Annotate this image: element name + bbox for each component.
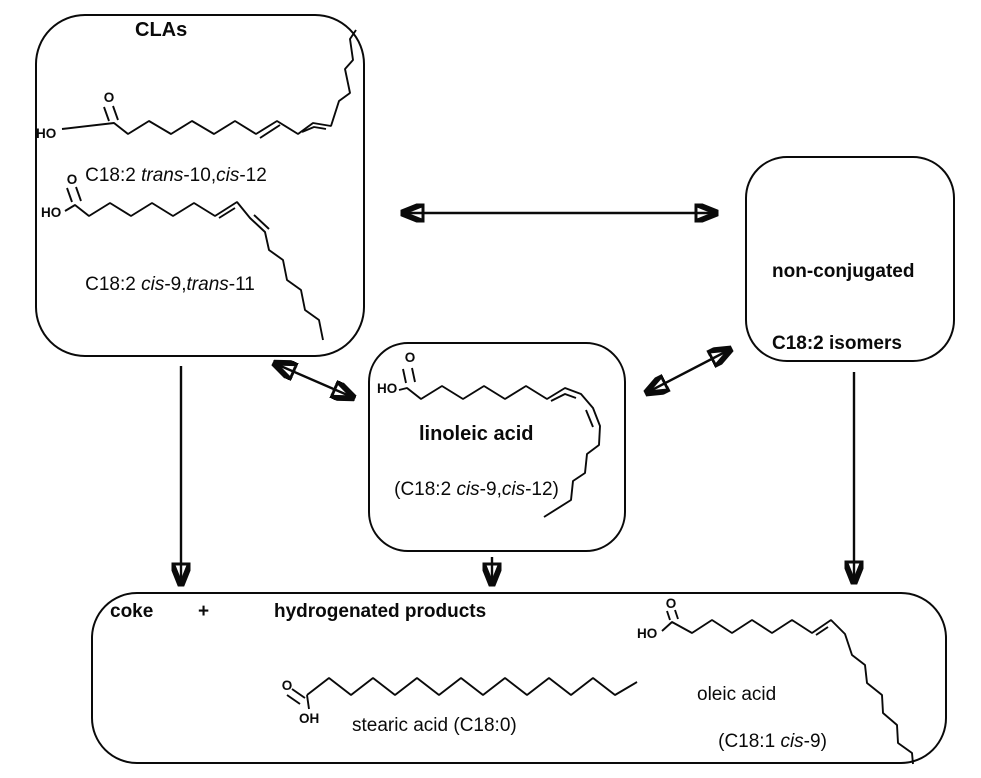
hydroxyl-ho-label: HO: [377, 381, 397, 396]
label-part: cis: [780, 730, 804, 752]
plus-sign: +: [198, 601, 210, 622]
label-part: -12: [239, 164, 267, 186]
label-part: -9,: [164, 273, 187, 295]
nonconjugated-box: [745, 156, 955, 362]
coke-label: coke: [110, 601, 154, 622]
carbon-chain: [661, 619, 914, 765]
carbonyl-o-label: O: [405, 350, 416, 365]
linoleic-box: [368, 342, 626, 552]
nonconjugated-label-line2: C18:2 isomers: [772, 333, 902, 354]
cla-trans10-cis12-structure: O HO: [36, 29, 357, 141]
carbonyl-double-bond: [103, 105, 119, 122]
carbonyl-o-label: O: [282, 678, 293, 693]
carbon-chain: [398, 385, 601, 518]
arrow-clas-linoleic: [276, 364, 352, 397]
label-part: cis: [456, 478, 480, 500]
trans-double-bond-mark: [253, 214, 270, 230]
cis-double-bond-mark: [218, 207, 236, 219]
carbon-chain: [306, 677, 638, 696]
label-part: cis: [216, 164, 240, 186]
nonconjugated-label-line1: non-conjugated: [772, 261, 915, 282]
carbonyl-o-label: O: [666, 596, 677, 611]
hydroxyl-ho-label: HO: [41, 205, 61, 220]
nonconjugated-label: non-conjugated C18:2 isomers: [772, 212, 914, 404]
hydroxyl-oh-label: OH: [299, 711, 319, 726]
linoleic-subtitle: (C18:2 cis-9,cis-12): [373, 456, 559, 524]
carbon-chain: [64, 201, 324, 341]
carbonyl-double-bond: [66, 186, 82, 203]
cla-cis9-trans11-structure: O HO: [41, 172, 324, 341]
cis-double-bond-mark: [815, 626, 829, 636]
label-part: cis: [501, 478, 526, 500]
carbon-chain: [61, 29, 357, 135]
carbonyl-double-bond: [402, 367, 416, 384]
cis-double-bond-mark: [550, 393, 577, 402]
cla-cis9-trans11-label: C18:2 cis-9,trans-11: [64, 251, 255, 319]
carbonyl-o-label: O: [104, 90, 115, 105]
carbonyl-o-label: O: [67, 172, 78, 187]
clas-box: [35, 14, 365, 357]
label-part: trans: [186, 273, 229, 295]
stearic-acid-label: stearic acid (C18:0): [352, 715, 517, 736]
products-box: [91, 592, 947, 764]
oleic-acid-sublabel: (C18:1 cis-9): [697, 708, 827, 776]
linoleic-title: linoleic acid: [419, 423, 534, 445]
label-part: (C18:2: [394, 478, 457, 500]
carbonyl-double-bond: [666, 609, 679, 621]
label-part: C18:2: [85, 164, 142, 186]
hydrogenated-products-label: hydrogenated products: [274, 601, 487, 622]
linoleic-acid-structure: O HO: [377, 350, 601, 518]
label-part: trans: [141, 164, 184, 186]
label-part: (C18:1: [718, 730, 781, 752]
oleic-acid-label: oleic acid: [697, 684, 777, 705]
label-part: C18:2: [85, 273, 142, 295]
label-part: cis: [141, 273, 165, 295]
carbonyl-double-bond: [286, 688, 306, 705]
label-part: -9): [803, 730, 827, 752]
hydroxyl-ho-label: HO: [36, 126, 56, 141]
trans-double-bond-mark: [259, 124, 281, 139]
arrow-linoleic-nonconjugated: [648, 350, 729, 392]
label-part: -9,: [479, 478, 502, 500]
label-part: -11: [228, 273, 255, 295]
cla-trans10-cis12-label: C18:2 trans-10,cis-12: [64, 142, 267, 210]
hydroxyl-ho-label: HO: [637, 626, 657, 641]
stearic-acid-structure: O OH: [282, 677, 638, 726]
label-part: -10,: [183, 164, 217, 186]
cis-double-bond-mark: [585, 409, 594, 428]
label-part: -12): [525, 478, 559, 500]
cis-double-bond-mark: [301, 126, 327, 133]
oleic-acid-structure: O HO: [637, 596, 914, 765]
hydroxyl-bond: [306, 694, 310, 710]
clas-box-title: CLAs: [135, 19, 188, 41]
